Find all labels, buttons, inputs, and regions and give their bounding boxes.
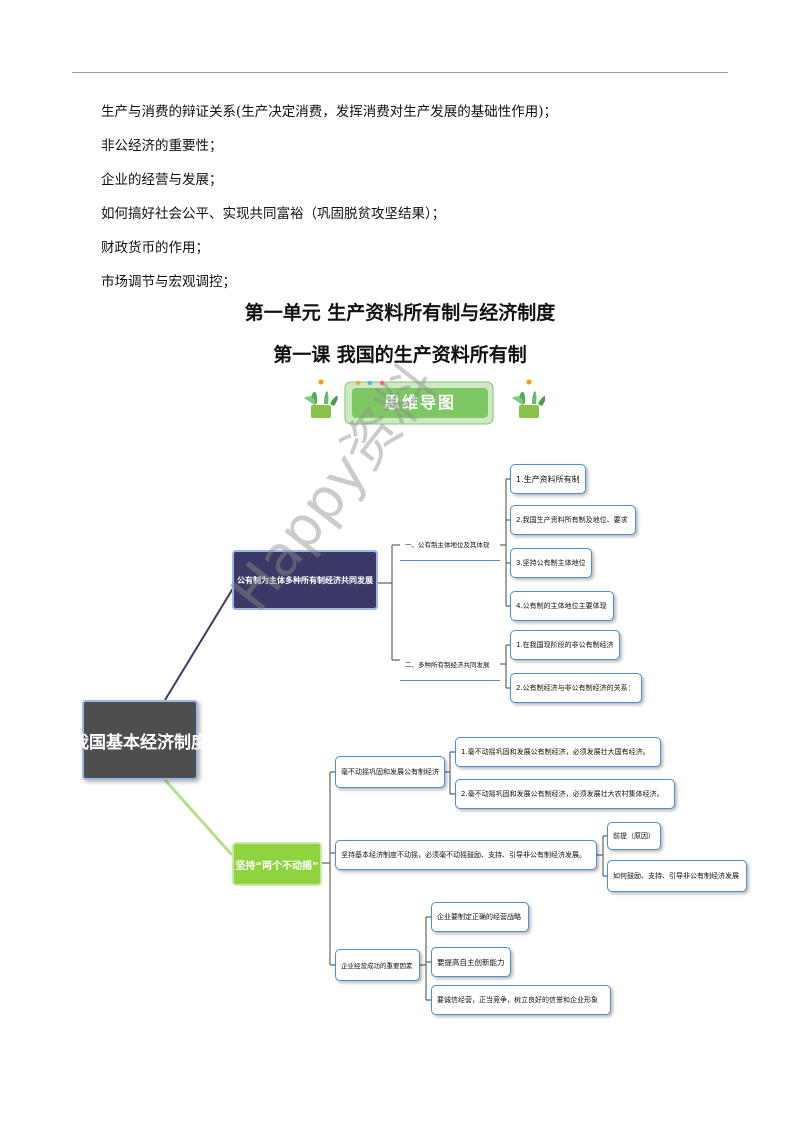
node-ownership-item-1: 1.生产资料所有制 [510,464,586,494]
subbranch-public-economy: 毫不动摇巩固和发展公有制经济 [335,756,445,788]
mindmap-banner: 思维导图 [300,378,546,428]
text-line-4: 如何搞好社会公平、实现共同富裕（巩固脱贫攻坚结果）； [101,206,446,222]
mindmap-root: 我国基本经济制度 [72,700,208,780]
node-public-economy-item-1: 1.毫不动摇巩固和发展公有制经济，必须发展壮大国有经济。 [455,737,661,767]
lesson-title: 第一课 我国的生产资料所有制 [273,344,527,366]
node-enterprise-item-3: 要诚信经营，正当竞争，树立良好的信誉和企业形象 [431,985,611,1015]
text-line-3: 企业的经营与发展； [101,172,223,188]
banner-label: 思维导图 [383,393,456,412]
node-non-public-item-2: 如何鼓励、支持、引导非公有制经济发展 [607,860,747,892]
node-non-public-item-1: 前提（原因） [607,822,661,850]
node-multiple-item-1: 1.在我国现阶段的非公有制经济 [510,630,620,660]
text-line-6: 市场调节与宏观调控； [101,274,236,290]
node-ownership-item-4: 4.公有制的主体地位主要体现 [510,591,614,621]
plant-icon-right [512,379,546,418]
subbranch-multiple-ownership: 二、多种所有制经济共同发展 [400,647,500,681]
node-multiple-item-2: 2.公有制经济与非公有制经济的关系： [510,673,642,703]
unit-title: 第一单元 生产资料所有制与经济制度 [244,302,556,324]
header-rule [72,72,728,73]
node-ownership-item-3: 3.坚持公有制主体地位 [510,548,592,578]
node-enterprise-item-1: 企业要制定正确的经营战略 [431,902,529,932]
text-line-5: 财政货币的作用； [101,240,209,256]
subbranch-non-public-economy: 坚持基本经济制度不动摇，必须毫不动摇鼓励、支持、引导非公有制经济发展。 [335,840,597,870]
text-line-1: 生产与消费的辩证关系(生产决定消费，发挥消费对生产发展的基础性作用)； [101,104,558,120]
plant-icon-left [304,379,338,418]
node-enterprise-item-2: 要提高自主创新能力 [431,947,511,977]
subbranch-public-ownership-status: 一、公有制主体地位及其体现 [400,527,500,561]
node-ownership-item-2: 2.我国生产资料所有制及地位、要求 [510,505,636,535]
node-public-economy-item-2: 2.毫不动摇巩固和发展公有制经济，必须发展壮大农村集体经济。 [455,779,675,809]
branch-public-ownership: 公有制为主体多种所有制经济共同发展 [232,550,378,610]
text-line-2: 非公经济的重要性； [101,138,223,154]
subbranch-enterprise-success: 企业经营成功的重要因素 [335,949,420,981]
branch-two-unwavering: 坚持“两个不动摇” [232,842,322,886]
banner-graphic [304,379,546,425]
